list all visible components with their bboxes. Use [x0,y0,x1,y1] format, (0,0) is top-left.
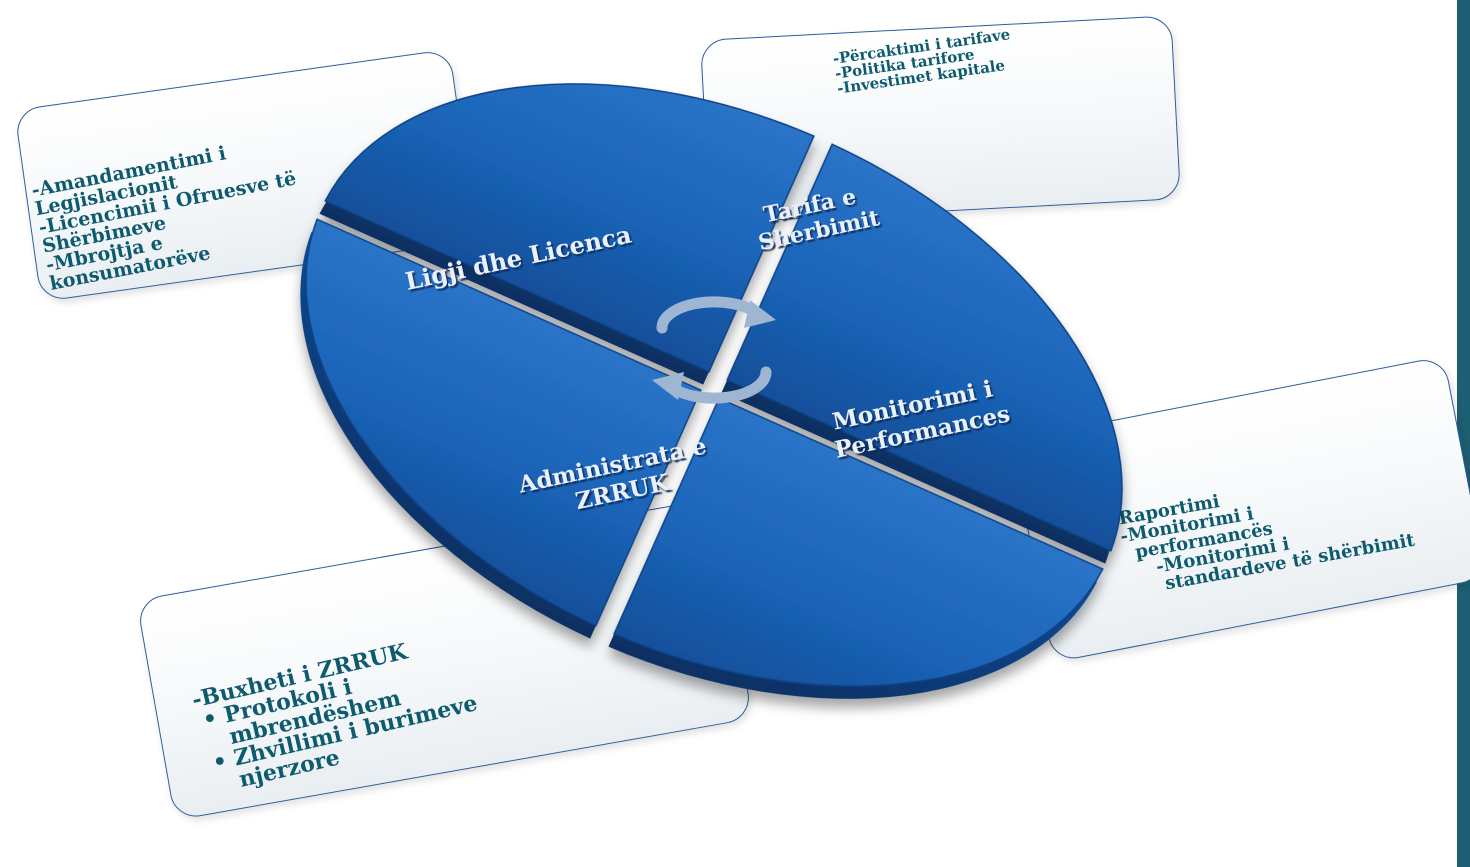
quadrant-top-right [726,143,1123,552]
quadrant-bottom-right [613,397,1104,687]
quadrant-bottom-left [305,218,702,627]
cycle-arrows-icon [652,296,776,404]
right-edge-bar [1457,0,1470,867]
